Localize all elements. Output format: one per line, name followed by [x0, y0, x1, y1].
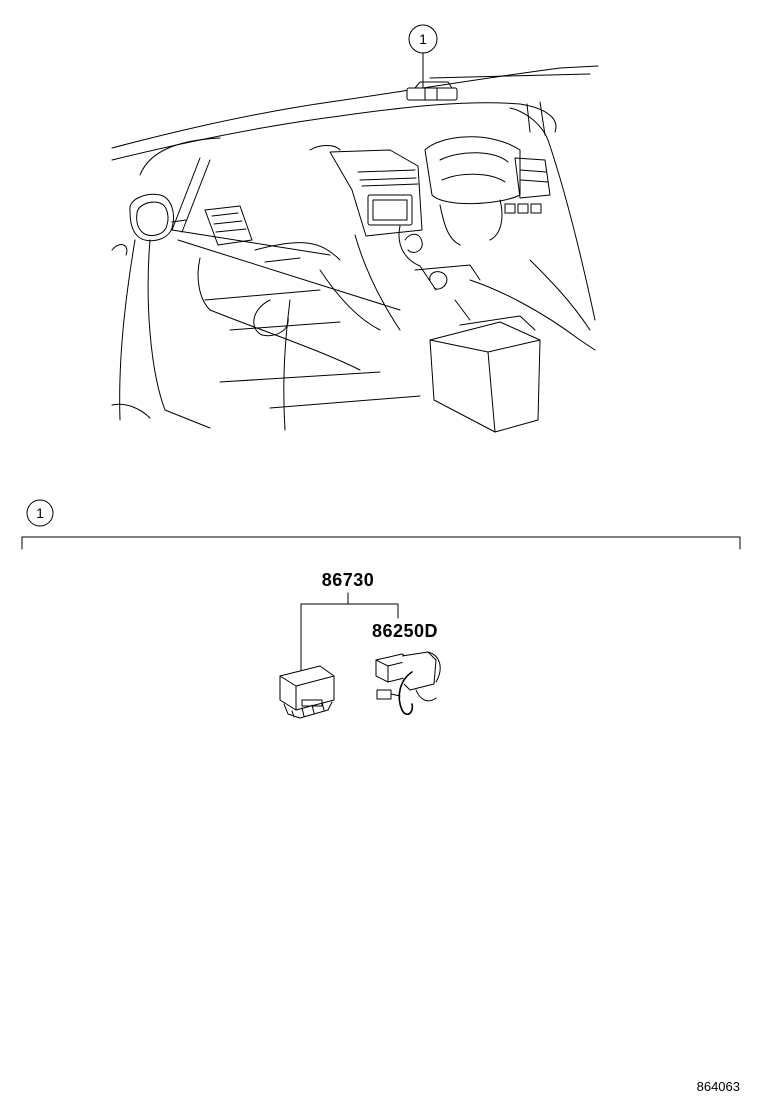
sensor-86250d-image[interactable]: [375, 651, 441, 716]
vehicle-interior-illustration: 1: [111, 24, 599, 433]
section-callout-circle: [26, 499, 54, 527]
top-callout: 1: [408, 24, 438, 89]
section-callout-number: 1: [36, 505, 44, 521]
figure-id: 864063: [697, 1079, 740, 1094]
top-callout-number: 1: [419, 31, 427, 47]
part-number-86730[interactable]: 86730: [322, 570, 375, 590]
section-header: 1: [21, 499, 741, 550]
part-number-86250d[interactable]: 86250D: [372, 621, 438, 641]
section-bracket: [21, 536, 741, 550]
parts-group: 86730 86250D: [279, 570, 441, 719]
module-86730-image[interactable]: [279, 665, 335, 719]
